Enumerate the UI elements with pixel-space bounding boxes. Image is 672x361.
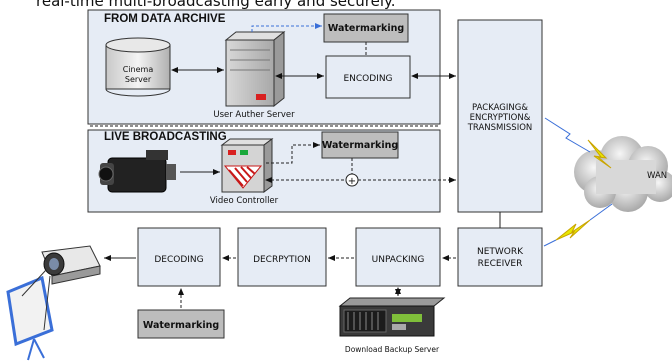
network-receiver-label-1: NETWORK [477, 247, 524, 257]
encoding-label: ENCODING [343, 74, 392, 84]
projector-icon [41, 245, 101, 285]
server-tower-icon [224, 30, 286, 108]
decoding-box [137, 227, 221, 287]
user-auther-server-label: User Auther Server [213, 110, 295, 120]
header-fragment: real-time multi-broadcasting early and s… [36, 0, 396, 10]
packaging-label-2: ENCRYPTION& [470, 113, 531, 123]
camcorder-icon [98, 150, 176, 193]
decryption-label: DECRPYTION [253, 255, 311, 265]
cinema-server-label-2: Server [125, 75, 152, 84]
auth-watermark-link [251, 23, 322, 32]
wan-label: WAN [647, 171, 667, 181]
watermarking-mid-box [321, 131, 399, 159]
cinema-server-icon [105, 37, 171, 97]
watermarking-bottom-box [137, 309, 225, 339]
watermarking-bottom-label: Watermarking [143, 320, 219, 331]
packaging-box [457, 19, 543, 213]
download-backup-server-label: Download Backup Server [345, 345, 440, 354]
unpacking-label: UNPACKING [372, 255, 425, 265]
network-receiver-box [457, 227, 543, 287]
cinema-server-label-1: Cinema [123, 65, 154, 74]
mixer-plus: + [348, 176, 356, 187]
live-section-title: LIVE BROADCASTING [104, 131, 227, 143]
lightning-icon-lower [543, 203, 613, 247]
video-controller-icon [220, 138, 274, 193]
packaging-label-1: PACKAGING& [472, 103, 528, 113]
archive-section-title: FROM DATA ARCHIVE [104, 13, 226, 25]
controller-watermark-link [266, 142, 320, 164]
unpacking-box [355, 227, 441, 287]
video-controller-label: Video Controller [210, 196, 279, 206]
watermarking-top-label: Watermarking [328, 23, 404, 34]
cloud-icon [574, 136, 672, 212]
watermarking-mid-label: Watermarking [322, 140, 398, 151]
packaging-label-3: TRANSMISSION [467, 123, 533, 133]
decryption-box [237, 227, 327, 287]
encoding-box [325, 55, 411, 99]
rack-server-icon [338, 297, 446, 337]
watermarking-top-box [323, 13, 409, 43]
lightning-icon [544, 117, 612, 169]
network-receiver-label-2: RECEIVER [478, 259, 523, 269]
projection-screen-icon [6, 269, 54, 361]
decoding-label: DECODING [154, 255, 203, 265]
